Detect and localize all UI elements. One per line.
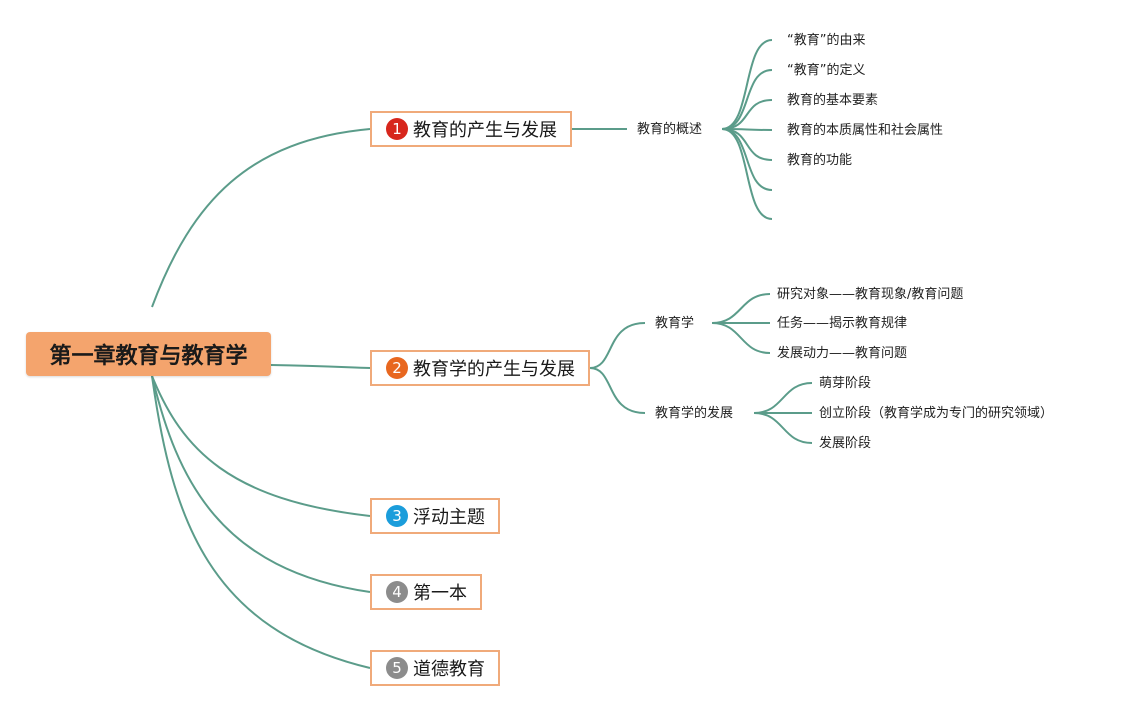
line-central-to-topic-5	[151, 375, 371, 669]
leaf-yanjiu-duixiang[interactable]: 研究对象——教育现象/教育问题	[777, 287, 964, 302]
topic-5-label: 道德教育	[413, 659, 485, 680]
line-topic-2-to-jiaoyuxue	[589, 322, 646, 369]
leaf-renwu[interactable]: 任务——揭示教育规律	[777, 316, 908, 331]
leaf-jiaoyu-gongneng[interactable]: 教育的功能	[787, 153, 853, 168]
line-fazhan-leaf-1	[753, 382, 813, 414]
number-badge-1: 1	[386, 118, 408, 140]
line-fazhan-leaf-3	[753, 412, 813, 444]
topic-2-label: 教育学的产生与发展	[413, 359, 575, 380]
topic-2[interactable]: 2 教育学的产生与发展	[370, 350, 590, 386]
number-badge-5: 5	[386, 657, 408, 679]
line-gaishu-leaf-7	[721, 128, 773, 220]
leaf-jiaoyu-youlai[interactable]: “教育”的由来	[787, 33, 866, 48]
line-gaishu-leaf-2	[721, 69, 773, 130]
topic-4-label: 第一本	[413, 583, 467, 604]
subtopic-jiaoyuxue-fazhan[interactable]: 教育学的发展	[655, 406, 734, 421]
topic-3[interactable]: 3 浮动主题	[370, 498, 500, 534]
line-jiaoyuxue-leaf-1	[711, 293, 771, 324]
leaf-jiaoyu-dingyi[interactable]: “教育”的定义	[787, 63, 866, 78]
subtopic-jiaoyuxue[interactable]: 教育学	[655, 316, 695, 331]
topic-4[interactable]: 4 第一本	[370, 574, 482, 610]
leaf-jiaoyu-jiben-yaosu[interactable]: 教育的基本要素	[787, 93, 879, 108]
leaf-jiaoyu-benzhi-shuxing[interactable]: 教育的本质属性和社会属性	[787, 123, 944, 138]
leaf-fazhan-dongli[interactable]: 发展动力——教育问题	[777, 346, 908, 361]
central-topic[interactable]: 第一章教育与教育学	[26, 332, 271, 376]
topic-1-label: 教育的产生与发展	[413, 120, 557, 141]
subtopic-jiaoyu-gaishu[interactable]: 教育的概述	[637, 122, 703, 137]
leaf-mengya-jieduan[interactable]: 萌芽阶段	[819, 376, 872, 391]
line-gaishu-leaf-5	[721, 128, 773, 161]
line-gaishu-leaf-3	[721, 99, 773, 130]
line-central-to-topic-3	[151, 375, 371, 517]
leaf-chuangli-jieduan[interactable]: 创立阶段（教育学成为专门的研究领域）	[819, 406, 1054, 421]
leaf-fazhan-jieduan[interactable]: 发展阶段	[819, 436, 872, 451]
topic-5[interactable]: 5 道德教育	[370, 650, 500, 686]
central-topic-label: 第一章教育与教育学	[49, 344, 248, 369]
topic-3-label: 浮动主题	[413, 507, 485, 528]
number-badge-2: 2	[386, 357, 408, 379]
line-central-to-topic-4	[151, 375, 371, 593]
number-badge-4: 4	[386, 581, 408, 603]
topic-1[interactable]: 1 教育的产生与发展	[370, 111, 572, 147]
number-badge-3: 3	[386, 505, 408, 527]
line-gaishu-leaf-1	[721, 39, 773, 130]
line-central-to-topic-1	[151, 128, 371, 308]
line-central-to-topic-2	[270, 364, 371, 369]
line-jiaoyuxue-leaf-3	[711, 322, 771, 354]
line-topic-2-to-fazhan	[589, 367, 646, 414]
